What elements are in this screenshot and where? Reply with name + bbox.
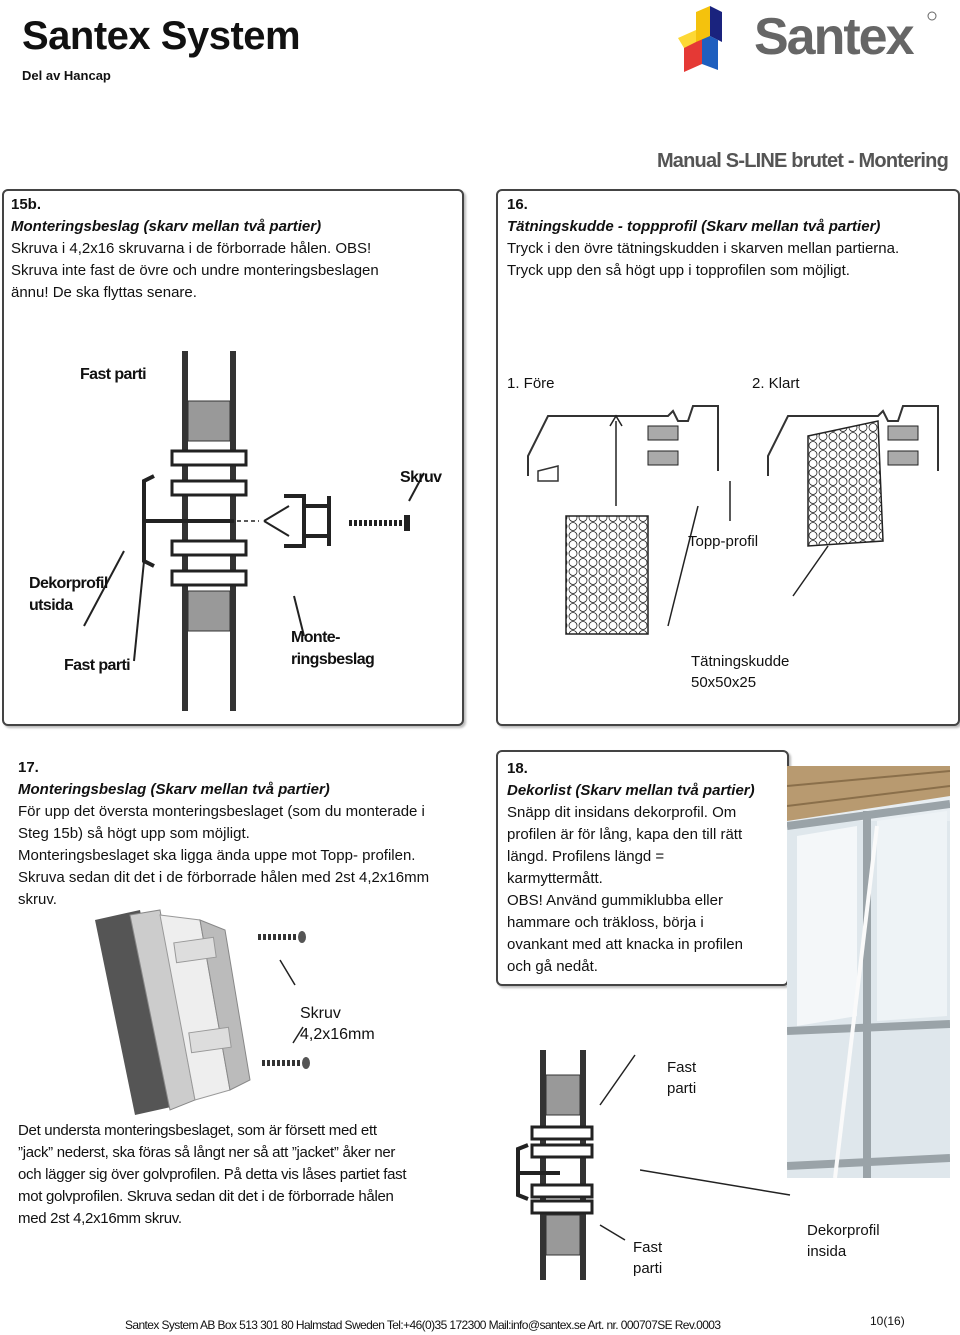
label-dekorprofil: Dekorprofil [29,575,108,592]
label-topp-profil: Topp-profil [688,533,759,550]
label-after: 2. Klart [752,375,800,392]
santex-logo: Santex [678,6,937,72]
label-fast-2b: parti [633,1260,663,1277]
step-title-rest: (Skarv mellan två partier) [571,782,755,799]
step-line: ”jack” nederst, ska föras så långt ner s… [18,1144,396,1161]
step-line: profilen är för lång, kapa den till rätt [507,826,743,843]
step-title: Dekorlist [507,782,572,799]
label-monte: Monte- [291,629,340,646]
step-line: Det understa monteringsbeslaget, som är … [18,1122,377,1139]
label-ringsbeslag: ringsbeslag [291,651,375,668]
label-fast-1a: Fast [667,1059,697,1076]
step-line: och gå nedåt. [507,958,598,975]
step-16-panel: 16. Tätningskudde - toppprofil (Skarv me… [496,189,960,726]
step-title: Monteringsbeslag [18,781,147,798]
step-line: skruv. [18,891,57,908]
label-skruv-17: Skruv [300,1005,341,1022]
step-line: Tryck upp den så högt upp i topprofilen … [507,262,850,279]
bracket-3d-drawing [95,909,310,1115]
label-dekor-1: Dekorprofil [807,1222,880,1239]
label-dekor-2: insida [807,1243,847,1260]
step-line: ovankant med att knacka in profilen [507,936,743,953]
step-17-text: 17. Monteringsbeslag (Skarv mellan två p… [18,757,429,911]
step-15b-text: 15b. Monteringsbeslag (skarv mellan två … [11,194,379,304]
step-title: Monteringsbeslag (skarv mellan två parti… [11,218,322,235]
step-line: Monteringsbeslaget ska ligga ända uppe m… [18,847,416,864]
step-line: hammare och träkloss, börja i [507,914,704,931]
step-line: Skruva sedan dit det i de förborrade hål… [18,869,430,886]
label-skruv: Skruv [400,469,442,486]
step-line: Tryck i den övre tätningskudden i skarve… [507,240,900,257]
step-number: 16. [507,196,528,213]
step-number: 18. [507,760,528,777]
joint-section-drawing [83,351,425,711]
step-18-panel: 18. Dekorlist (Skarv mellan två partier)… [496,750,789,986]
step-line: Skruva i 4,2x16 skruvarna i de förborrad… [11,240,372,257]
step-title-rest: (Skarv mellan två partier) [146,781,330,798]
step-15b-panel: 15b. Monteringsbeslag (skarv mellan två … [2,189,464,726]
label-fast-2a: Fast [633,1239,663,1256]
step-16-text: 16. Tätningskudde - toppprofil (Skarv me… [507,194,899,282]
label-skruv-size: 4,2x16mm [300,1026,375,1043]
pointer-lines [640,1169,791,1196]
manual-title: Manual S-LINE brutet - Montering [656,150,949,172]
brand-title: Santex System [22,14,301,58]
step-line: längd. Profilens längd = [507,848,665,865]
step-line: karmyttermått. [507,870,603,887]
step-title-rest: (Skarv mellan två partier) [696,218,881,235]
step-line: Steg 15b) så högt upp som möjligt. [18,825,250,842]
label-fast-1b: parti [667,1080,697,1097]
brand-subtitle: Del av Hancap [22,68,111,83]
top-profile-drawing [527,405,939,635]
step-line: Skruva inte fast de övre och undre monte… [11,262,379,279]
step-line: Snäpp dit insidans dekorprofil. Om [507,804,737,821]
label-fast-bottom: Fast parti [64,657,131,674]
step-17-bottom-text: Det understa monteringsbeslaget, som är … [18,1120,407,1230]
step-line: För upp det översta monteringsbeslaget (… [18,803,425,820]
step-number: 17. [18,759,39,776]
label-tatningskudde: Tätningskudde [691,653,790,670]
step-line: med 2st 4,2x16mm skruv. [18,1210,182,1227]
decor-profile-section-drawing [516,1050,636,1280]
step-line: OBS! Använd gummiklubba eller [507,892,723,909]
footer-text: Santex System AB Box 513 301 80 Halmstad… [125,1318,721,1332]
page-number: 10(16) [870,1314,905,1328]
step-title: Tätningskudde - toppprofil [507,218,697,235]
logo-text: Santex [754,8,915,66]
label-utsida: utsida [29,597,73,614]
step-number: 15b. [11,196,42,213]
glazing-photo [787,766,950,1178]
label-size: 50x50x25 [691,674,757,691]
step-line: ännu! De ska flyttas senare. [11,284,197,301]
label-before: 1. Före [507,375,555,392]
step-line: och lägger sig över golvprofilen. På det… [18,1166,407,1183]
label-fast-top: Fast parti [80,366,147,383]
step-line: mot golvprofilen. Skruva sedan dit det i… [18,1188,394,1205]
step-18-text: 18. Dekorlist (Skarv mellan två partier)… [507,758,755,978]
